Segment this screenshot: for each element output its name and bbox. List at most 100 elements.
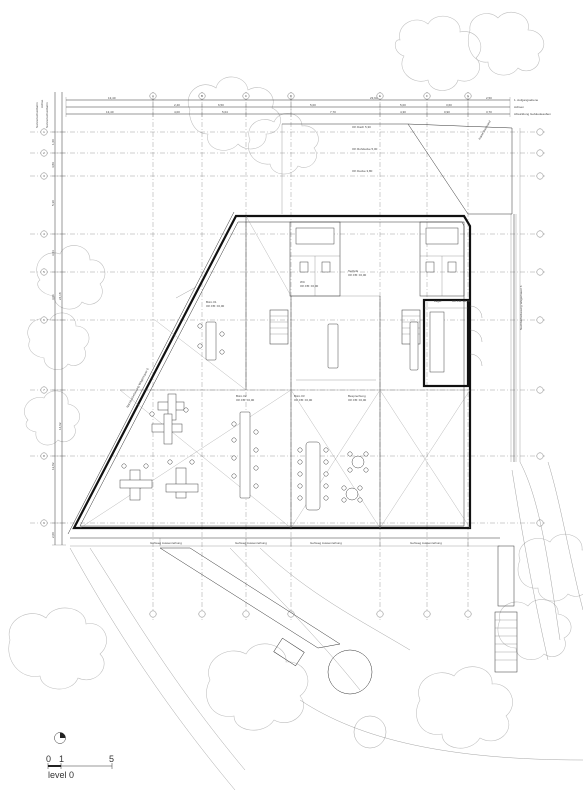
dimension-chain-top: 13,40 23,94 2,50 2,40 6,50 5,00 5,00 3,6… [65,96,551,117]
axis-bubble-label: F [426,94,428,98]
axis-bubble-label: 6 [43,318,45,322]
tree-canopy-top-left [187,76,281,151]
room-area: OK FB: ±0,00 [206,304,224,308]
access-ramp [159,547,341,649]
axis-bubble-label: E [379,94,381,98]
legend-block: 0 1 5 level 0 [46,732,114,780]
building [67,211,515,547]
axis-bubble-label: B [201,94,203,98]
dimension-chain-left: 1,60 4,89 5,30 3,03 24,18 3,01 14,62 12,… [35,92,66,546]
facade-louvre [67,211,235,535]
scale-label-1: 1 [59,754,64,764]
dimension-text: 3,60 [446,103,452,107]
legend-text: Abwicklung Gebäudeaußen [514,112,551,116]
outdoor-stair [494,611,518,673]
ceiling-crossings [79,215,471,529]
dimension-text: 5,00 [310,103,316,107]
tree-canopy-top-far-right [468,12,545,76]
room-area: OK FB: ±0,00 [348,398,366,402]
note-text: Kante Dachrand [477,119,491,140]
furniture [119,321,419,511]
edge-label: Gehweg Aussenreihung [410,541,442,545]
tree-canopy-left-2 [27,312,90,370]
tree-canopy-left [36,245,106,310]
dimension-text: 6,50 [218,103,224,107]
legend-text: Achsen [514,105,524,109]
legend-text: Achse [40,99,44,108]
dimension-text: 5,04 [222,110,228,114]
dimension-text: 4,30 [400,110,406,114]
axis-bubble-label: 5 [43,270,45,274]
dimension-text: 14,62 [58,422,62,430]
tree-pit [327,649,373,695]
roof-overhang-outline [282,123,513,215]
dimension-text: 4,89 [51,162,55,168]
room-name: WC [300,280,306,284]
axis-bubble-label: 4 [43,232,45,236]
tree-canopy-left-3 [24,390,80,446]
dimension-text: 3,70 [486,110,492,114]
dimension-text: 7,70 [330,110,336,114]
axis-bubble-label: G [467,94,470,98]
tree-canopy-bottom-left [8,607,107,690]
scale-label-0: 0 [46,754,51,764]
room-name: Lager [434,299,442,303]
axis-bubble-label: A [152,94,154,98]
tree-canopy-top-right [394,15,482,91]
axis-bubble-label: D [290,94,293,98]
dimension-text: 12,82 [51,462,55,470]
site-context [69,123,583,791]
tree-canopy-bottom-right [416,666,513,749]
site-trees [8,12,583,749]
technical-room [422,298,470,388]
dimension-text: 5,00 [400,103,406,107]
room-name: Büro 03 [294,394,305,398]
room-name: Büro 02 [236,394,247,398]
room-area: OK FB: ±0,00 [452,299,470,303]
room-name: Besprechung [348,394,366,398]
dimension-text: 24,18 [58,292,62,300]
axis-bubbles-top: A B C D E F G [149,92,472,618]
axis-bubble-label: 2 [43,151,45,155]
dimension-text: 23,94 [370,96,378,100]
stair-left [269,309,289,345]
tree-canopy-bottom-middle [206,643,309,731]
axis-bubbles-left: 1 2 3 4 5 6 7 8 9 [40,128,544,527]
north-arrow-fill [60,732,66,738]
edge-label: Gehweg Aussenreihung [235,541,267,545]
note-text: OK Rohdecke 5,00 [352,147,378,151]
dimension-text: 13,40 [108,96,116,100]
dimension-text: 2,40 [174,103,180,107]
axis-bubble-label: 8 [43,454,45,458]
room-labels: WC OK FB: ±0,00 Lager OK FB: ±0,00 Büro … [206,119,492,402]
exterior-wall [72,214,472,530]
room-area: OK FB: ±0,00 [348,273,366,277]
room-area: OK FB: ±0,00 [294,398,312,402]
dimension-text: 0,90 [444,110,450,114]
level-label: level 0 [48,770,74,780]
legend-text: 1. Aufgangsebene [514,98,539,102]
axis-bubble-label: 1 [43,130,45,134]
tree-canopy-top-middle [248,113,319,175]
legend-text: Sonnenschutzbahn [35,102,39,128]
dimension-text: 2,00 [51,532,55,538]
tree-canopy-right [517,533,583,602]
room-area: OK FB: ±0,00 [236,398,254,402]
note-text: OK Dach 5,30 [352,125,371,129]
scale-label-5: 5 [109,754,114,764]
axis-bubble-label: 3 [43,174,45,178]
dimension-text: 5,30 [51,200,55,206]
legend-text: Sonnenschutzbahn [45,102,49,128]
dimension-text: 2,50 [486,96,492,100]
dimension-text: 3,01 [51,294,55,300]
dimension-text: 3,03 [51,250,55,256]
edge-label: Gehweg Aussenreihung [310,541,342,545]
room-name: Büro 01 [206,300,217,304]
tree-canopy-right-2 [497,599,572,660]
note-text: OK Decke 3,80 [352,169,373,173]
chairs [121,323,369,503]
dimension-text: 13,40 [106,110,114,114]
room-name: Technik [348,269,359,273]
terrain-path [519,461,561,641]
